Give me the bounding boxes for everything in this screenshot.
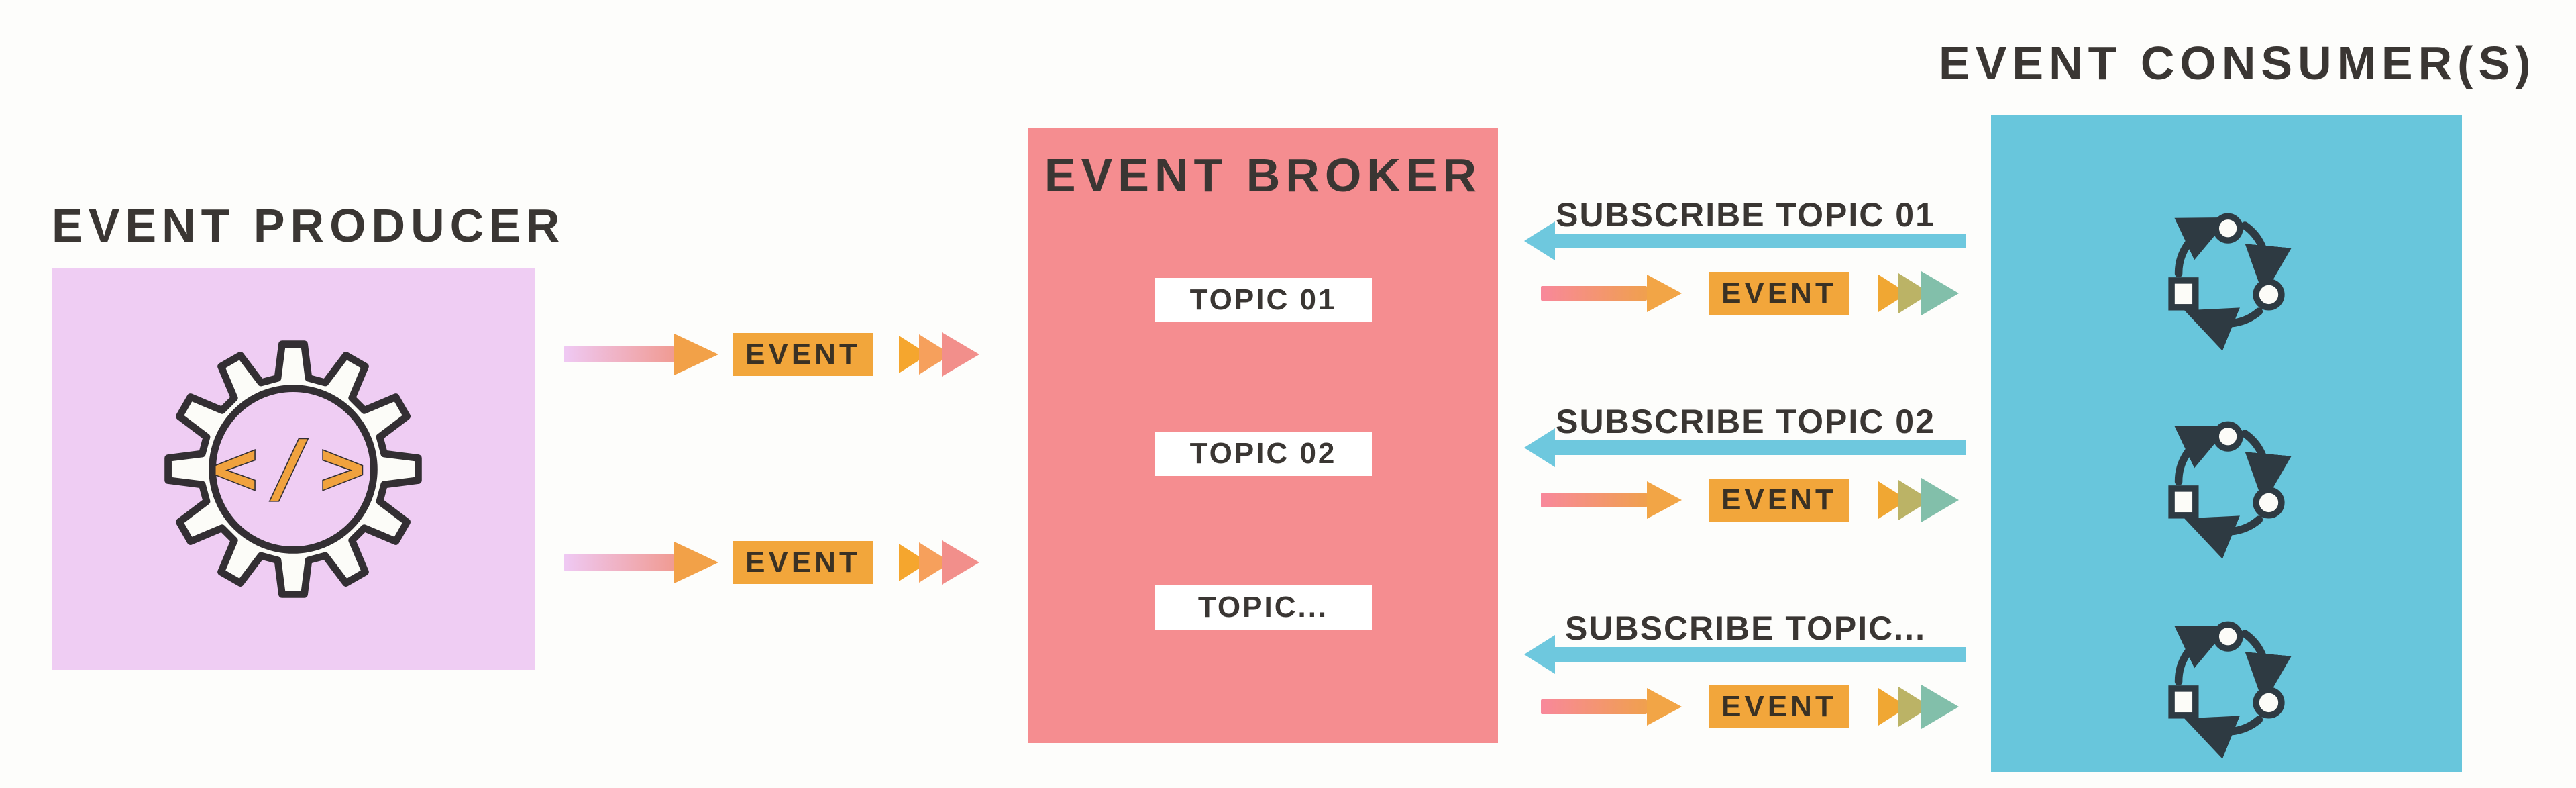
topic-box: TOPIC 02 — [1155, 432, 1372, 476]
chevron-icon — [942, 332, 979, 377]
event-flow-row: EVENT — [1541, 271, 1959, 315]
chevron-triple-icon — [899, 540, 979, 585]
subscribe-label: SUBSCRIBE TOPIC... — [1565, 609, 1926, 647]
subscribe-label: SUBSCRIBE TOPIC 01 — [1556, 196, 1935, 234]
chevron-icon — [942, 540, 979, 585]
gear-code-icon: </> — [164, 340, 422, 598]
produce-flow-row: EVENT — [564, 332, 979, 377]
gradient-arrow-shaft — [564, 346, 674, 362]
right-arrow-head-icon — [1647, 275, 1682, 312]
code-glyph: </> — [213, 425, 374, 512]
event-badge: EVENT — [1709, 479, 1849, 522]
subscribe-left-arrow-icon — [1524, 635, 1966, 674]
event-badge-label: EVENT — [1721, 277, 1837, 309]
cycle-icon — [2168, 621, 2292, 759]
broker-box: EVENT BROKER TOPIC 01 TOPIC 02 TOPIC... — [1028, 128, 1498, 743]
gradient-arrow-shaft — [1541, 286, 1647, 301]
left-arrow-shaft — [1555, 440, 1966, 455]
cycle-icon — [2168, 421, 2292, 559]
chevron-triple-icon — [1878, 271, 1959, 315]
broker-title: EVENT BROKER — [1044, 149, 1483, 201]
gradient-arrow-shaft — [564, 554, 674, 571]
event-badge-label: EVENT — [1721, 690, 1837, 723]
gradient-arrow-shaft — [1541, 699, 1647, 714]
left-arrow-head-icon — [1524, 635, 1555, 674]
subscribe-label: SUBSCRIBE TOPIC 02 — [1556, 403, 1935, 440]
right-arrow-head-icon — [1647, 481, 1682, 519]
right-arrow-head-icon — [674, 334, 718, 375]
chevron-triple-icon — [1878, 478, 1959, 522]
topic-label: TOPIC 01 — [1189, 283, 1337, 316]
produce-flow-row: EVENT — [564, 540, 979, 585]
topic-box: TOPIC 01 — [1155, 278, 1372, 322]
consumer-box — [1991, 115, 2462, 772]
chevron-icon — [1921, 685, 1959, 729]
event-badge: EVENT — [733, 333, 873, 376]
cycle-icon — [2168, 213, 2292, 351]
topic-label: TOPIC 02 — [1189, 437, 1337, 470]
event-badge: EVENT — [1709, 685, 1849, 728]
gradient-arrow-shaft — [1541, 493, 1647, 507]
left-arrow-head-icon — [1524, 428, 1555, 467]
chevron-icon — [1921, 478, 1959, 522]
chevron-triple-icon — [1878, 685, 1959, 729]
topic-label: TOPIC... — [1197, 591, 1329, 624]
topic-box: TOPIC... — [1155, 585, 1372, 630]
event-flow-row: EVENT — [1541, 685, 1959, 729]
subscribe-left-arrow-icon — [1524, 428, 1966, 467]
event-badge: EVENT — [1709, 272, 1849, 315]
left-arrow-shaft — [1555, 234, 1966, 248]
event-badge-label: EVENT — [745, 338, 861, 371]
event-flow-row: EVENT — [1541, 478, 1959, 522]
left-arrow-shaft — [1555, 647, 1966, 662]
producer-box: </> — [52, 268, 535, 670]
subscribe-left-arrow-icon — [1524, 221, 1966, 260]
event-badge: EVENT — [733, 541, 873, 584]
left-arrow-head-icon — [1524, 221, 1555, 260]
producer-title: EVENT PRODUCER — [52, 199, 566, 252]
event-badge-label: EVENT — [1721, 483, 1837, 516]
chevron-triple-icon — [899, 332, 979, 377]
right-arrow-head-icon — [674, 542, 718, 583]
chevron-icon — [1921, 271, 1959, 315]
right-arrow-head-icon — [1647, 688, 1682, 726]
consumer-title: EVENT CONSUMER(S) — [1939, 37, 2536, 89]
event-badge-label: EVENT — [745, 546, 861, 579]
